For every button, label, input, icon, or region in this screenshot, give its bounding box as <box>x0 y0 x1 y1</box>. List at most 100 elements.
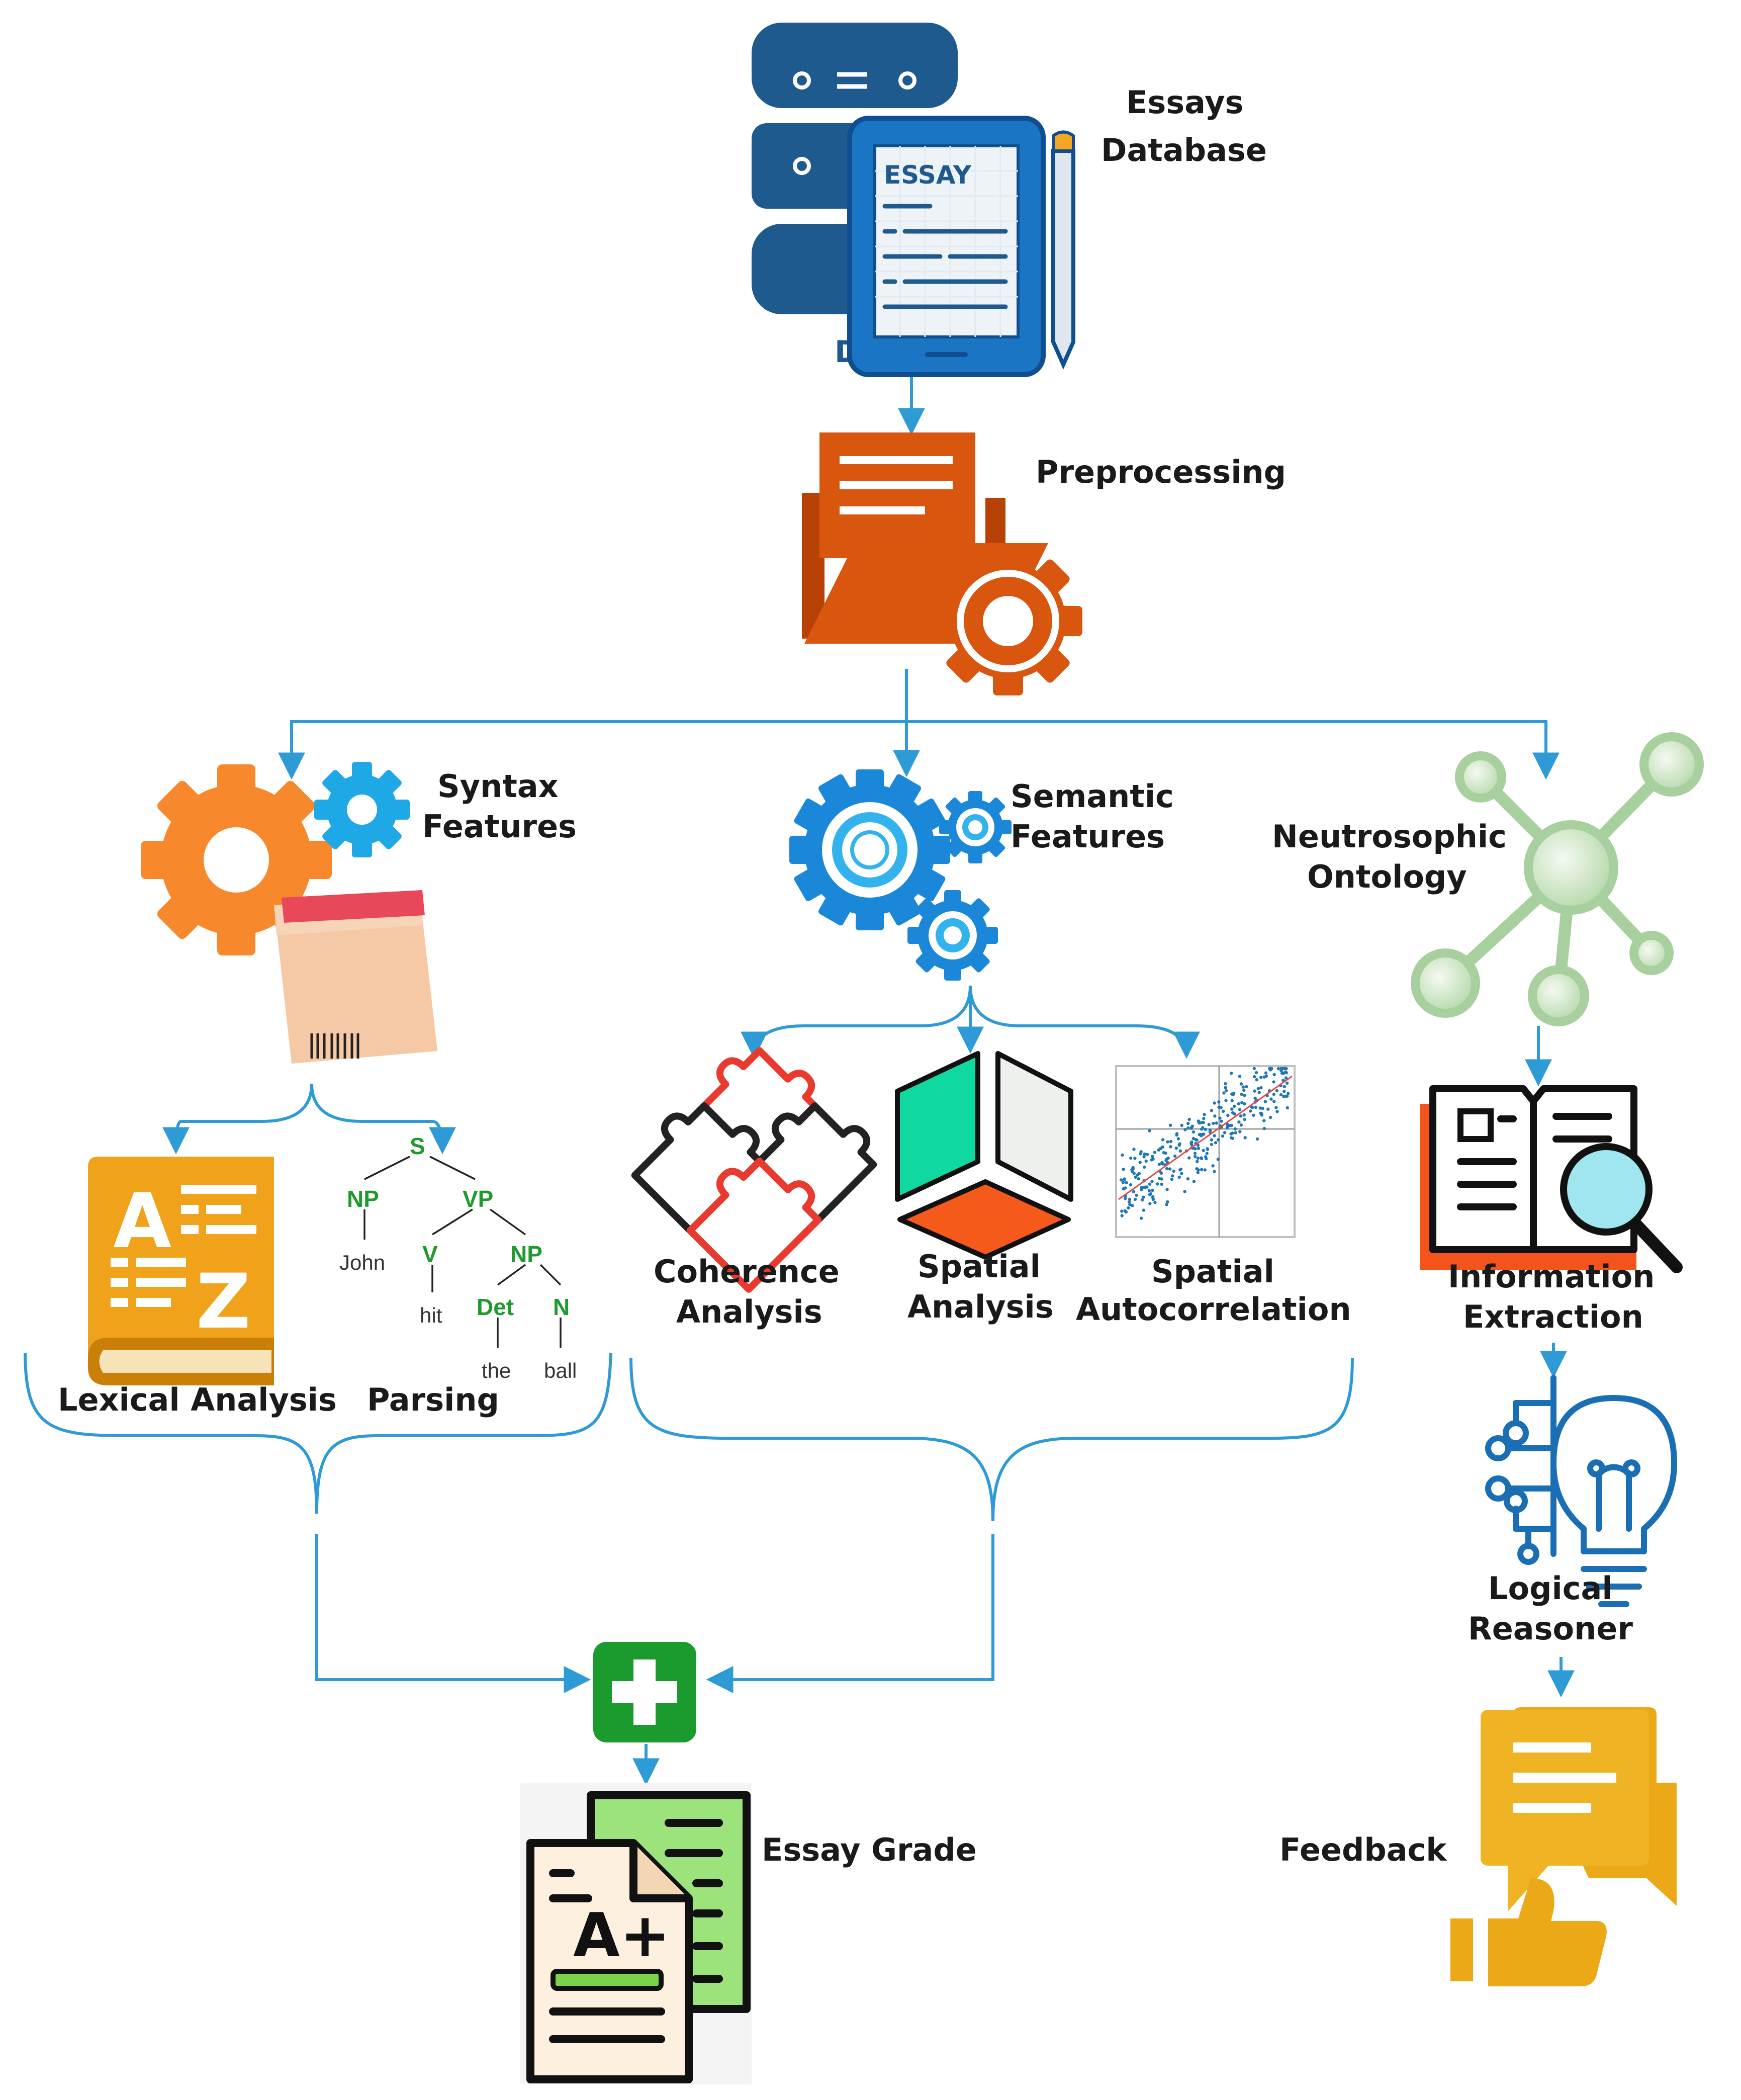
scatter-dot <box>1286 1106 1289 1110</box>
scatter-dot <box>1180 1123 1183 1127</box>
scatter-dot <box>1203 1113 1206 1116</box>
scatter-dot <box>1129 1183 1133 1187</box>
scatter-dot <box>1213 1170 1216 1173</box>
scatter-dot <box>1143 1152 1146 1156</box>
connectors <box>24 377 1575 1786</box>
semantic-features-label: Semantic Features <box>1011 778 1185 855</box>
essays-database-icon: D ESSAY <box>752 23 1075 377</box>
scatter-dot <box>1123 1209 1127 1212</box>
scatter-dot <box>1252 1067 1256 1071</box>
scatter-dot <box>1245 1085 1248 1089</box>
scatter-dot <box>1282 1085 1286 1088</box>
scatter-dot <box>1125 1181 1128 1184</box>
scatter-dot <box>1223 1131 1227 1134</box>
scatter-dot <box>1272 1092 1275 1096</box>
scatter-dot <box>1183 1128 1187 1131</box>
puzzle-pieces-icon <box>631 1047 877 1293</box>
scatter-dot <box>1150 1158 1153 1162</box>
scatter-dot <box>1142 1165 1146 1169</box>
scatter-dot <box>1230 1099 1234 1102</box>
scatter-dot <box>1142 1195 1145 1199</box>
scatter-dot <box>1192 1136 1196 1141</box>
scatter-dot <box>1131 1167 1135 1171</box>
arrow-left-to-plus <box>315 1534 591 1693</box>
scatter-dot <box>1150 1179 1154 1183</box>
scatter-dot <box>1253 1089 1256 1093</box>
scatter-dot <box>1263 1100 1267 1103</box>
scatter-dot <box>1252 1113 1255 1117</box>
scatter-dot <box>1254 1071 1258 1075</box>
scatter-dot <box>1282 1089 1286 1093</box>
scatter-dot <box>1261 1107 1264 1110</box>
scatter-dot <box>1187 1156 1191 1160</box>
scatter-dot <box>1187 1117 1191 1121</box>
scatter-dot <box>1122 1187 1125 1191</box>
scatter-dot <box>1145 1153 1149 1156</box>
scatter-dot <box>1148 1193 1152 1196</box>
scatter-dot <box>1203 1168 1207 1172</box>
scatter-dot <box>1240 1101 1244 1105</box>
scatter-dot <box>1172 1169 1175 1173</box>
scatter-dot <box>1276 1067 1280 1071</box>
scatter-dot <box>1132 1148 1136 1151</box>
scatter-dot <box>1225 1126 1229 1129</box>
logical-reasoner-label: Logical Reasoner <box>1468 1570 1633 1647</box>
scatter-dot <box>1133 1157 1137 1160</box>
scatter-dot <box>1253 1075 1256 1079</box>
scatter-dot <box>1161 1162 1164 1166</box>
scatter-dot <box>1195 1167 1199 1171</box>
scatter-dot <box>1230 1136 1233 1140</box>
scatter-dot <box>1243 1102 1246 1106</box>
scatter-dot <box>1205 1152 1209 1155</box>
scatter-dot <box>1128 1203 1132 1206</box>
scatter-dot <box>1123 1178 1126 1181</box>
scatter-dot <box>1217 1138 1220 1142</box>
semantic-split-left <box>741 985 972 1059</box>
scatter-dot <box>1124 1197 1127 1200</box>
scatter-dot <box>1196 1157 1200 1160</box>
scatter-dot <box>1201 1126 1205 1129</box>
coherence-analysis-label: Coherence Analysis <box>654 1253 850 1330</box>
preprocessing-icon <box>802 432 1082 695</box>
scatter-dot <box>1262 1119 1266 1122</box>
spatial-analysis-label: Spatial Analysis <box>907 1248 1054 1325</box>
scatter-dot <box>1275 1089 1278 1093</box>
scatter-dot <box>1262 1126 1266 1130</box>
scatter-dot <box>1285 1071 1288 1075</box>
scatter-dot <box>1174 1146 1178 1150</box>
tree-node-s: S <box>410 1133 425 1159</box>
scatter-dot <box>1166 1140 1169 1144</box>
plus-combine-icon <box>593 1642 696 1742</box>
scatter-dot <box>1121 1181 1125 1184</box>
scatter-dot <box>1196 1171 1200 1174</box>
scatter-dot <box>1287 1092 1290 1095</box>
scatter-dot <box>1241 1085 1245 1089</box>
scatter-dot <box>1208 1128 1212 1132</box>
scatter-dot <box>1153 1201 1157 1204</box>
scatter-dot <box>1272 1073 1276 1077</box>
scatter-dot <box>1135 1193 1138 1197</box>
scatter-dot <box>1217 1100 1221 1104</box>
semantic-split-right <box>969 985 1200 1059</box>
preprocessing-label: Preprocessing <box>1036 454 1286 490</box>
graded-papers-icon: A+ <box>520 1783 752 2084</box>
scatter-dot <box>1170 1177 1174 1181</box>
scatter-dot <box>1160 1182 1163 1186</box>
scatter-dot <box>1256 1087 1260 1091</box>
scatter-dot <box>1202 1120 1205 1124</box>
scatter-dot <box>1147 1189 1151 1192</box>
syntax-features-label: Syntax Features <box>422 768 577 845</box>
scatter-dot <box>1151 1197 1155 1201</box>
tree-node-v: V <box>422 1241 438 1267</box>
scatter-dot <box>1138 1161 1142 1164</box>
scatter-dot <box>1210 1143 1214 1146</box>
scatter-dot <box>1157 1148 1160 1152</box>
scatter-dot <box>1155 1182 1159 1186</box>
scatter-plot-icon <box>1115 1065 1296 1238</box>
right-brace <box>629 1357 1354 1522</box>
scatter-dot <box>1239 1082 1243 1086</box>
tree-node-n: N <box>553 1294 570 1320</box>
scatter-dot <box>1238 1075 1242 1078</box>
scatter-dot <box>1243 1117 1246 1121</box>
scatter-dot <box>1207 1122 1211 1126</box>
